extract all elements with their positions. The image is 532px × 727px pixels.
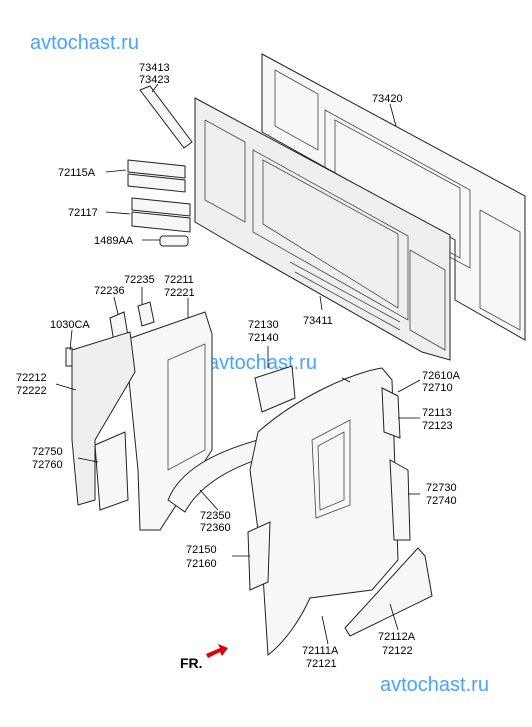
direction-label: FR. (180, 655, 203, 671)
label-72211: 72211 (164, 274, 194, 286)
label-72113: 72113 (422, 407, 452, 419)
front-arrow-icon (206, 644, 228, 658)
outer-panel-72111A[interactable] (249, 367, 399, 656)
bracket-72130[interactable] (254, 365, 296, 413)
label-72112A: 72112A (378, 631, 416, 643)
label-72121: 72121 (306, 658, 337, 670)
clip-1030CA[interactable] (65, 347, 73, 367)
label-72221: 72221 (164, 287, 195, 299)
bracket-72235[interactable] (137, 301, 155, 327)
watermark-bottom: avtochast.ru (380, 674, 489, 696)
label-72130: 72130 (248, 319, 279, 331)
label-1030CA: 1030CA (50, 319, 90, 331)
label-72222: 72222 (16, 385, 47, 397)
label-72160: 72160 (186, 558, 217, 570)
label-72117: 72117 (68, 207, 98, 219)
label-72760: 72760 (32, 459, 63, 471)
pillar-72211[interactable] (124, 311, 213, 531)
label-72740: 72740 (426, 495, 457, 507)
label-72150: 72150 (186, 544, 217, 556)
sill-72112A[interactable] (344, 547, 433, 637)
bracket-72750[interactable] (94, 431, 129, 511)
clip-72610A[interactable] (341, 377, 351, 383)
label-72610A: 72610A (422, 370, 461, 382)
leader-lines (55, 83, 421, 645)
inner-panel-72212[interactable] (71, 331, 136, 506)
label-1489AA: 1489AA (94, 235, 134, 247)
label-72235: 72235 (124, 274, 155, 286)
watermark-top: avtochast.ru (30, 32, 139, 54)
label-72360: 72360 (200, 522, 231, 534)
front-panel-73411[interactable] (194, 97, 451, 361)
label-72122: 72122 (382, 645, 413, 657)
clip-1489AA[interactable] (159, 235, 189, 247)
bracket-72113[interactable] (381, 387, 401, 439)
bracket-72115A[interactable] (127, 159, 186, 193)
rear-panel-73420[interactable] (261, 53, 526, 341)
bracket-72117[interactable] (131, 197, 191, 233)
label-72140: 72140 (248, 332, 279, 344)
label-72123: 72123 (422, 420, 453, 432)
label-72236: 72236 (94, 285, 125, 297)
label-72710: 72710 (422, 382, 453, 394)
label-72212: 72212 (16, 372, 47, 384)
label-73411: 73411 (303, 315, 333, 327)
label-72111A: 72111A (302, 645, 339, 657)
label-72730: 72730 (426, 482, 457, 494)
label-72115A: 72115A (58, 167, 96, 179)
label-72350: 72350 (200, 510, 231, 522)
label-73423: 73423 (139, 74, 170, 86)
bracket-72730[interactable] (389, 459, 411, 541)
label-72750: 72750 (32, 446, 63, 458)
strip-73413[interactable] (139, 85, 193, 149)
reinforcement-72150[interactable] (247, 521, 271, 591)
label-73420: 73420 (372, 93, 403, 105)
label-73413: 73413 (139, 62, 170, 74)
